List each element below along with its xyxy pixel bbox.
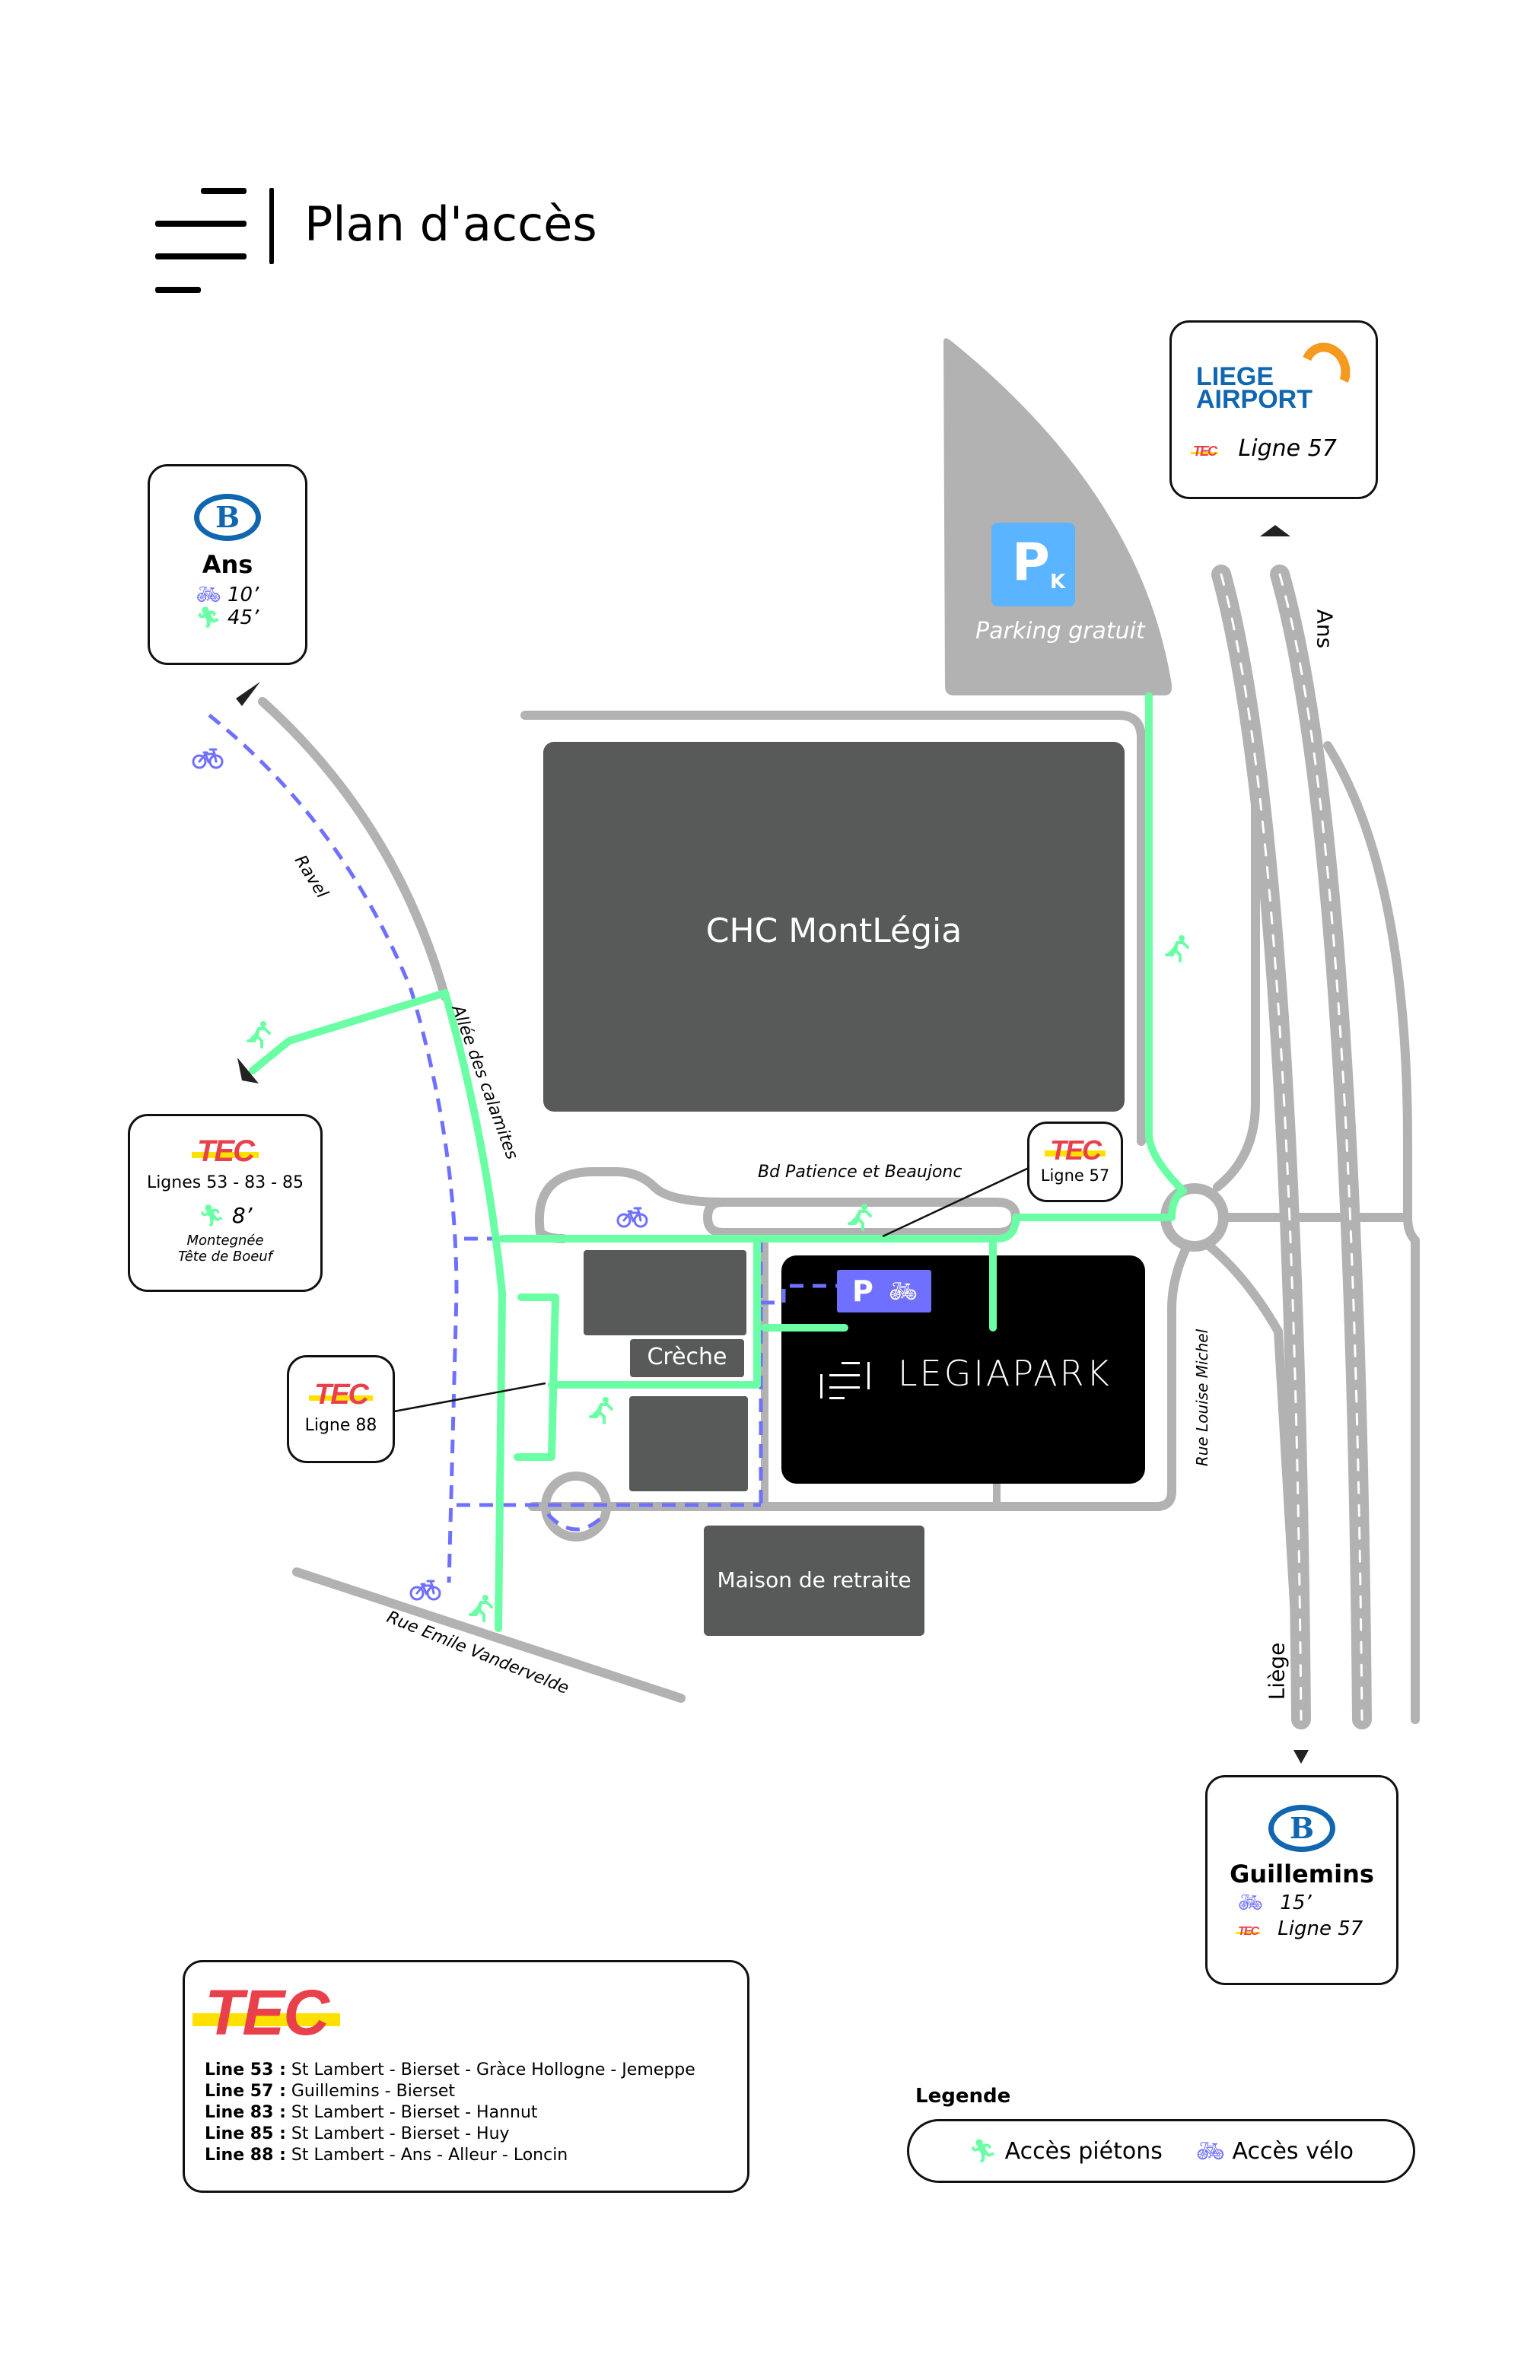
tec-line-row: Line 88 : St Lambert - Ans - Alleur - Lo… <box>205 2146 568 2165</box>
creche-label: Crèche <box>647 1344 727 1370</box>
tec-stop-card-88[interactable]: TEC Ligne 88 <box>287 1355 395 1463</box>
station-card-guillemins[interactable]: B Guillemins 🚲︎ 15’ TEC Ligne 57 <box>1205 1775 1398 1985</box>
arrow-sw-icon <box>237 1058 259 1083</box>
legiapark-label: LEGIAPARK <box>898 1353 1112 1394</box>
legend-title: Legende <box>915 2085 1011 2108</box>
tec-logo-icon: TEC <box>1236 1925 1260 1938</box>
pedestrian-icon <box>247 1020 271 1048</box>
tec-line-row: Line 83 : St Lambert - Bierset - Hannut <box>205 2103 538 2122</box>
pedestrian-icon: 🏃︎ <box>969 2137 998 2165</box>
pedestrian-icon: 🏃︎ <box>196 606 221 629</box>
bike-icon <box>192 748 224 769</box>
parking-letter: P <box>1012 533 1050 593</box>
tec-logo-icon: TEC <box>192 1977 341 2048</box>
sncb-logo-icon: B <box>194 494 261 541</box>
stop-pointers <box>393 1166 1029 1413</box>
building-north <box>584 1250 746 1335</box>
bike-parking-icon: 🚲︎ <box>889 1278 918 1305</box>
tec-stop-card-57[interactable]: TEC Ligne 57 <box>1027 1122 1123 1202</box>
street-louise: Rue Louise Michel <box>1193 1328 1212 1467</box>
bike-parking-sign <box>837 1270 931 1312</box>
bike-icon <box>616 1207 648 1228</box>
map-legend: 🏃︎ Accès piétons 🚲︎ Accès vélo <box>907 2119 1415 2183</box>
tec-line-row: Line 53 : St Lambert - Bierset - Gràce H… <box>205 2060 695 2079</box>
tec-logo-icon: TEC <box>309 1379 373 1411</box>
bike-icon <box>409 1580 441 1601</box>
airport-card[interactable]: LIEGE AIRPORT TEC Ligne 57 <box>1169 320 1378 499</box>
page-title: Plan d'accès <box>304 196 597 252</box>
bike-icon: 🚲︎ <box>1195 2137 1225 2165</box>
arrow-down-icon <box>1293 1750 1309 1764</box>
legend-bike: 🚲︎ Accès vélo <box>1195 2137 1354 2165</box>
pedestrian-routes <box>249 692 1187 1632</box>
direction-liege: Liège <box>1264 1642 1290 1701</box>
legiapark-logo-icon <box>820 1362 873 1400</box>
pedestrian-icon <box>1165 934 1189 963</box>
pedestrian-icon <box>589 1395 613 1424</box>
arrow-up-icon <box>1260 525 1290 536</box>
bike-icon: 🚲︎ <box>1238 1892 1264 1914</box>
tec-stop-card-montegnee[interactable]: TEC Lignes 53 - 83 - 85 🏃︎ 8’ Montegnée … <box>128 1114 323 1292</box>
arrow-nw-icon <box>236 682 260 706</box>
maison-label: Maison de retraite <box>717 1567 912 1592</box>
bike-parking-letter: P <box>852 1274 873 1308</box>
street-bd: Bd Patience et Beaujonc <box>758 1163 963 1182</box>
parking-sign-icon <box>991 523 1075 606</box>
pedestrian-icon <box>848 1202 872 1231</box>
building-south <box>629 1396 748 1491</box>
station-card-ans[interactable]: B Ans 🚲︎ 10’ 🏃︎ 45’ <box>148 464 307 665</box>
chc-label: CHC MontLégia <box>705 912 963 950</box>
station-name: Guillemins <box>1230 1860 1374 1888</box>
chc-building[interactable] <box>543 742 1125 1112</box>
pedestrian-icon <box>469 1593 493 1622</box>
tec-lines-legend: TEC Line 53 : St Lambert - Bierset - Grà… <box>183 1960 749 2193</box>
maison-retraite-building[interactable] <box>704 1526 924 1636</box>
liege-airport-logo: LIEGE AIRPORT <box>1196 362 1312 414</box>
creche-building[interactable] <box>630 1339 744 1377</box>
parking-sub: K <box>1050 571 1066 593</box>
tec-logo-icon: TEC <box>191 1134 259 1168</box>
tec-line-row: Line 85 : St Lambert - Bierset - Huy <box>205 2124 510 2143</box>
legiapark-logo-icon <box>155 188 274 293</box>
tec-logo-icon: TEC <box>1191 444 1218 459</box>
parking-free-label: Parking gratuit <box>975 618 1145 644</box>
station-name: Ans <box>202 550 253 579</box>
sncb-logo-icon: B <box>1268 1805 1335 1852</box>
direction-ans: Ans <box>1312 609 1338 649</box>
legend-pedestrian: 🏃︎ Accès piétons <box>969 2137 1163 2165</box>
tec-logo-icon: TEC <box>1045 1134 1106 1166</box>
pedestrian-icon: 🏃︎ <box>198 1203 225 1228</box>
direction-arrows <box>236 525 1309 1764</box>
tec-line-row: Line 57 : Guillemins - Bierset <box>205 2082 456 2101</box>
highway <box>1211 565 1372 1729</box>
bike-icon: 🚲︎ <box>196 584 221 606</box>
